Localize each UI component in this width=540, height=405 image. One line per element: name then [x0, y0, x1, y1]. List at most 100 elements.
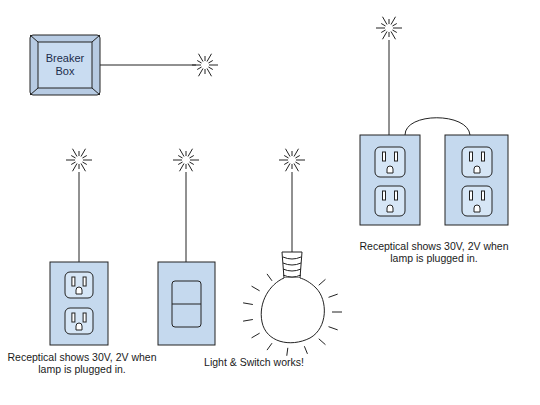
breaker-face	[38, 42, 92, 88]
spark-stroke	[284, 156, 288, 159]
spark-stroke	[81, 149, 86, 157]
socket-thread	[283, 257, 301, 259]
light-ray	[243, 303, 253, 305]
spark-stroke	[79, 164, 80, 169]
bulb-socket	[282, 252, 302, 278]
spark-stroke	[73, 163, 78, 171]
spark-stroke	[376, 28, 385, 29]
spark-stroke	[391, 31, 396, 39]
spark-stroke	[286, 149, 291, 157]
box-label: Breaker Box	[40, 52, 90, 78]
spark-stroke	[188, 163, 193, 171]
socket-thread	[283, 263, 301, 265]
spark-stroke	[389, 19, 390, 24]
note-label: Receptical shows 30V, 2V when lamp is pl…	[359, 240, 509, 264]
spark-stroke	[178, 156, 182, 159]
spark-stroke	[71, 162, 75, 165]
spark-stroke	[294, 163, 299, 171]
spark-stroke	[197, 61, 201, 64]
light-ray	[329, 327, 338, 330]
light-ray	[304, 346, 307, 354]
spark-stroke	[197, 67, 201, 70]
spark-stroke	[81, 163, 86, 171]
spark-stroke	[188, 149, 193, 157]
spark-stroke	[207, 54, 212, 62]
outlet-plate	[445, 135, 508, 225]
jumper-wire	[405, 118, 470, 135]
spark-stroke	[205, 56, 206, 61]
spark-stroke	[186, 151, 187, 156]
spark-stroke	[205, 69, 206, 74]
wire	[79, 172, 80, 262]
spark-stroke	[286, 163, 291, 171]
breaker-panel	[30, 35, 100, 95]
receptacle	[375, 147, 405, 177]
switch-plate	[158, 262, 215, 345]
spark-stroke	[383, 17, 388, 25]
spark-stroke	[190, 160, 199, 161]
light-ray	[267, 343, 272, 350]
spark-stroke	[79, 151, 80, 156]
wire	[100, 65, 196, 66]
outlet-plate	[360, 135, 420, 225]
spark-stroke	[389, 32, 390, 37]
spark-stroke	[391, 17, 396, 25]
spark-stroke	[209, 65, 218, 66]
spark-stroke	[82, 156, 86, 159]
spark-stroke	[207, 68, 212, 76]
spark-stroke	[296, 160, 305, 161]
receptacle	[462, 186, 492, 216]
spark-stroke	[192, 65, 201, 66]
spark-stroke	[383, 31, 388, 39]
spark-stroke	[279, 160, 288, 161]
spark-stroke	[392, 24, 396, 27]
receptacle	[462, 147, 492, 177]
light-ray	[332, 312, 342, 313]
spark-stroke	[71, 156, 75, 159]
light-ray	[243, 319, 253, 321]
switch-toggle	[172, 281, 201, 327]
spark-stroke	[199, 68, 204, 76]
spark-stroke	[180, 163, 185, 171]
spark-stroke	[295, 162, 299, 165]
breaker-box: Breaker Box	[38, 42, 92, 88]
light-ray	[267, 274, 272, 281]
light-ray	[319, 339, 326, 345]
spark-stroke	[381, 30, 385, 33]
outlet-plate	[50, 262, 108, 345]
spark-stroke	[66, 160, 75, 161]
spark-stroke	[295, 156, 299, 159]
socket-thread	[283, 269, 301, 271]
spark-stroke	[381, 24, 385, 27]
receptacle	[375, 186, 405, 216]
light-bulb	[261, 278, 324, 343]
spark-stroke	[180, 149, 185, 157]
spark-stroke	[208, 67, 212, 70]
spark-stroke	[189, 162, 193, 165]
receptacle	[65, 272, 93, 298]
spark-stroke	[73, 149, 78, 157]
socket-thread	[283, 275, 301, 277]
spark-stroke	[392, 30, 396, 33]
note-label: Receptical shows 30V, 2V when lamp is pl…	[6, 351, 158, 375]
spark-stroke	[178, 162, 182, 165]
spark-stroke	[284, 162, 288, 165]
spark-stroke	[292, 164, 293, 169]
wire	[292, 172, 293, 252]
spark-stroke	[199, 54, 204, 62]
light-ray	[252, 333, 260, 338]
light-ray	[319, 279, 326, 285]
spark-stroke	[83, 160, 92, 161]
spark-stroke	[292, 151, 293, 156]
spark-stroke	[208, 61, 212, 64]
light-ray	[287, 348, 288, 356]
spark-stroke	[393, 28, 402, 29]
wire	[186, 172, 187, 262]
light-ray	[252, 286, 260, 291]
spark-stroke	[82, 162, 86, 165]
note-label: Light & Switch works!	[179, 356, 329, 368]
light-ray	[329, 294, 338, 297]
wire	[389, 40, 390, 135]
spark-stroke	[186, 164, 187, 169]
